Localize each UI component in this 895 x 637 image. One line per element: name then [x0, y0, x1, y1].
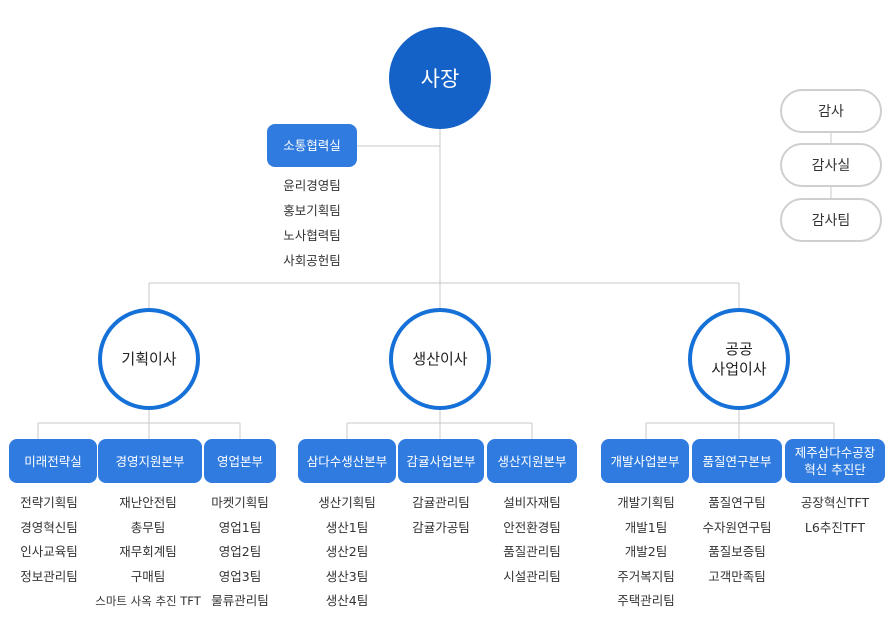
communication-office-box: 소통협력실 — [267, 124, 357, 167]
audit-team-label: 감사팀 — [811, 213, 851, 229]
team-item: 개발1팀 — [624, 519, 668, 535]
team-item: 총무팀 — [130, 519, 166, 535]
communication-team-list: 윤리경영팀 홍보기획팀 노사협력팀 사회공헌팀 — [270, 173, 354, 273]
division-box: 미래전략실 — [9, 439, 97, 483]
director-planning-node: 기획이사 — [98, 308, 200, 410]
director-label: 기획이사 — [121, 350, 177, 368]
division-label: 품질연구본부 — [702, 453, 772, 469]
team-item: L6추진TFT — [804, 519, 866, 535]
division-box: 삼다수생산본부 — [298, 439, 396, 483]
division-label: 생산지원본부 — [497, 453, 567, 469]
director-label-wrap: 공공 사업이사 — [711, 339, 766, 379]
division-box: 영업본부 — [204, 439, 276, 483]
audit-office-label: 감사실 — [811, 158, 851, 174]
team-item: 인사교육팀 — [20, 544, 78, 559]
director-label-line2: 사업이사 — [711, 360, 767, 378]
team-item: 영업2팀 — [218, 544, 262, 559]
team-item: 생산기획팀 — [318, 495, 376, 510]
team-item: 고객만족팀 — [708, 568, 766, 584]
team-item: 경영혁신팀 — [20, 519, 78, 535]
division-box: 품질연구본부 — [692, 439, 782, 483]
team-item: 감귤가공팀 — [412, 519, 470, 535]
communication-office-label: 소통협력실 — [283, 138, 341, 153]
team-list: 전략기획팀 경영혁신팀 인사교육팀 정보관리팀 — [0, 491, 107, 589]
team-item: 재무회계팀 — [119, 544, 177, 559]
team-item: 구매팀 — [130, 568, 166, 584]
team-item: 윤리경영팀 — [283, 178, 341, 193]
division-label: 경영지원본부 — [115, 453, 185, 469]
division-box: 경영지원본부 — [98, 439, 202, 483]
team-list: 재난안전팀 총무팀 재무회계팀 구매팀 스마트 사옥 추진 TFT — [89, 491, 207, 614]
team-item: 감귤관리팀 — [412, 495, 470, 510]
team-item: 생산4팀 — [325, 593, 369, 608]
division-label-wrap: 제주삼다수공장 혁신 추진단 — [795, 444, 876, 478]
team-item: 생산2팀 — [325, 544, 369, 559]
division-box: 제주삼다수공장 혁신 추진단 — [785, 439, 885, 483]
director-label-line1: 공공 — [725, 340, 753, 358]
director-public-business-node: 공공 사업이사 — [688, 308, 790, 410]
team-item: 주거복지팀 — [617, 568, 675, 584]
team-item: 수자원연구팀 — [702, 519, 772, 535]
ceo-node: 사장 — [389, 27, 491, 129]
team-item: 스마트 사옥 추진 TFT — [95, 594, 201, 608]
team-item: 영업1팀 — [218, 519, 262, 535]
director-label: 생산이사 — [412, 350, 468, 368]
division-label: 개발사업본부 — [610, 453, 680, 469]
team-item: 마켓기획팀 — [211, 495, 269, 510]
team-item: 재난안전팀 — [119, 495, 177, 510]
division-label-line2: 혁신 추진단 — [804, 462, 866, 477]
team-item: 홍보기획팀 — [283, 203, 341, 218]
team-list: 생산기획팀 생산1팀 생산2팀 생산3팀 생산4팀 — [289, 491, 405, 614]
division-label: 감귤사업본부 — [406, 453, 476, 469]
team-item: 정보관리팀 — [20, 568, 78, 584]
team-list: 감귤관리팀 감귤가공팀 — [383, 491, 499, 540]
team-item: 전략기획팀 — [20, 495, 78, 510]
audit-team-node: 감사팀 — [780, 198, 882, 242]
team-item: 설비자재팀 — [503, 495, 561, 510]
team-item: 품질연구팀 — [708, 495, 766, 510]
audit-node: 감사 — [780, 89, 882, 133]
team-item: 사회공헌팀 — [283, 253, 341, 268]
team-item: 영업3팀 — [218, 568, 262, 584]
ceo-label: 사장 — [420, 67, 460, 91]
team-item: 품질보증팀 — [708, 544, 766, 559]
division-box: 감귤사업본부 — [398, 439, 484, 483]
team-item: 노사협력팀 — [283, 228, 341, 243]
team-item: 품질관리팀 — [503, 544, 561, 559]
division-label-line1: 제주삼다수공장 — [794, 445, 876, 460]
team-item: 안전환경팀 — [503, 519, 561, 535]
audit-label: 감사 — [818, 104, 844, 120]
audit-office-node: 감사실 — [780, 143, 882, 187]
team-list: 설비자재팀 안전환경팀 품질관리팀 시설관리팀 — [474, 491, 590, 589]
team-item: 개발기획팀 — [617, 495, 675, 510]
team-item: 공장혁신TFT — [800, 495, 870, 510]
team-item: 생산1팀 — [325, 519, 369, 535]
division-box: 생산지원본부 — [487, 439, 577, 483]
team-item: 생산3팀 — [325, 568, 369, 584]
division-label: 삼다수생산본부 — [306, 453, 388, 469]
team-item: 물류관리팀 — [211, 593, 269, 608]
team-item: 시설관리팀 — [503, 568, 561, 584]
division-label: 미래전략실 — [24, 453, 82, 469]
division-box: 개발사업본부 — [601, 439, 689, 483]
team-item: 개발2팀 — [624, 544, 668, 559]
division-label: 영업본부 — [216, 453, 263, 469]
team-list: 개발기획팀 개발1팀 개발2팀 주거복지팀 주택관리팀 — [588, 491, 704, 614]
director-production-node: 생산이사 — [389, 308, 491, 410]
team-item: 주택관리팀 — [617, 593, 675, 608]
team-list: 품질연구팀 수자원연구팀 품질보증팀 고객만족팀 — [679, 491, 795, 589]
team-list: 마켓기획팀 영업1팀 영업2팀 영업3팀 물류관리팀 — [190, 491, 290, 614]
team-list: 공장혁신TFT L6추진TFT — [777, 491, 893, 540]
